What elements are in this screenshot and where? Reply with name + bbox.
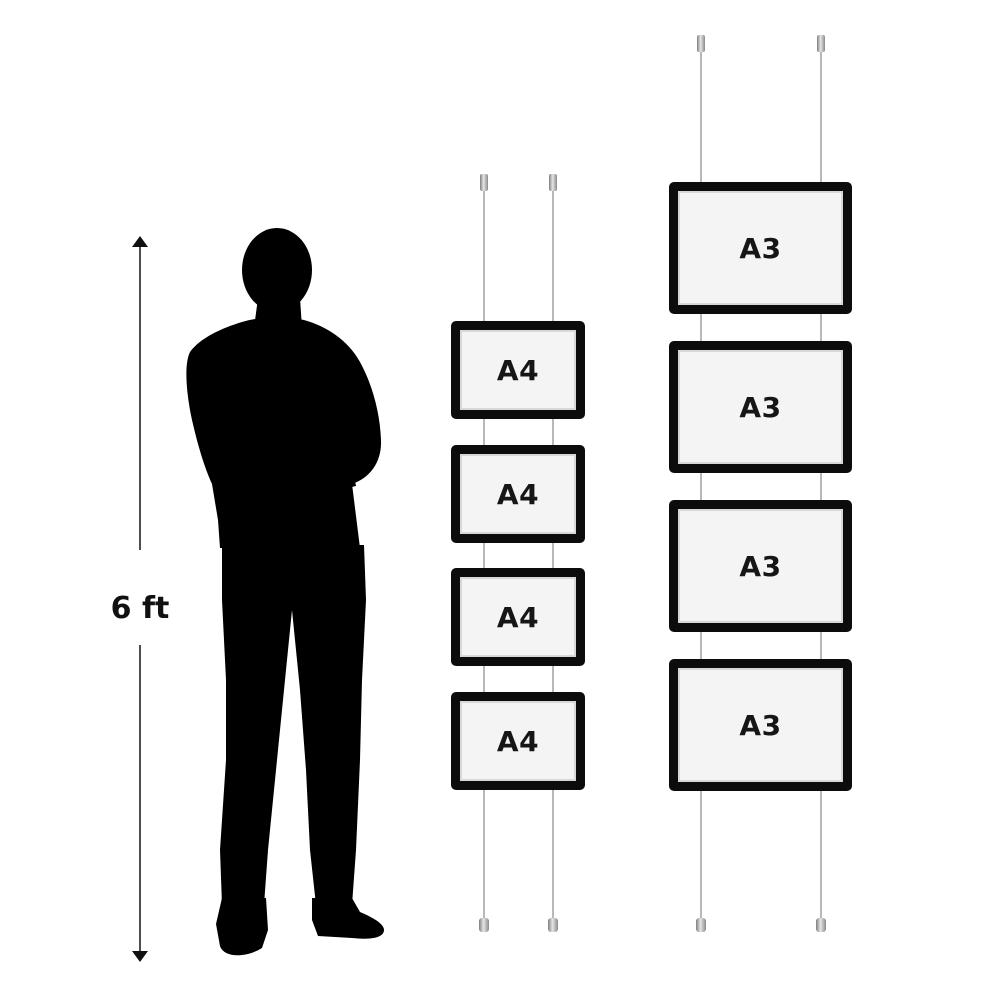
height-dimension-line <box>132 236 148 962</box>
panel-size-label: A4 <box>496 600 540 634</box>
floor-fitting-icon <box>548 918 558 932</box>
panel-size-label: A3 <box>739 549 782 583</box>
a4-panel: A4 <box>451 445 585 543</box>
ceiling-fitting-icon <box>549 174 557 191</box>
a4-cable-system <box>479 174 558 932</box>
ceiling-fitting-icon <box>817 35 825 52</box>
panel-size-label: A3 <box>739 390 782 424</box>
panel-size-label: A3 <box>739 231 782 265</box>
a3-panel: A3 <box>669 659 852 791</box>
floor-fitting-icon <box>696 918 706 932</box>
a3-cable-system <box>696 35 826 932</box>
a4-panel: A4 <box>451 692 585 790</box>
panel-size-label: A4 <box>496 353 540 387</box>
a3-panel: A3 <box>669 341 852 473</box>
floor-fitting-icon <box>816 918 826 932</box>
panel-size-label: A4 <box>496 477 540 511</box>
floor-fitting-icon <box>479 918 489 932</box>
a3-panel: A3 <box>669 182 852 314</box>
ceiling-fitting-icon <box>480 174 488 191</box>
arrow-up-icon <box>132 236 148 247</box>
arrow-down-icon <box>132 951 148 962</box>
panel-size-label: A4 <box>496 724 540 758</box>
panel-size-label: A3 <box>739 708 782 742</box>
a4-panel: A4 <box>451 321 585 419</box>
a4-panel: A4 <box>451 568 585 666</box>
person-silhouette <box>186 228 384 956</box>
a3-panel: A3 <box>669 500 852 632</box>
height-label: 6 ft <box>100 585 180 633</box>
ceiling-fitting-icon <box>697 35 705 52</box>
